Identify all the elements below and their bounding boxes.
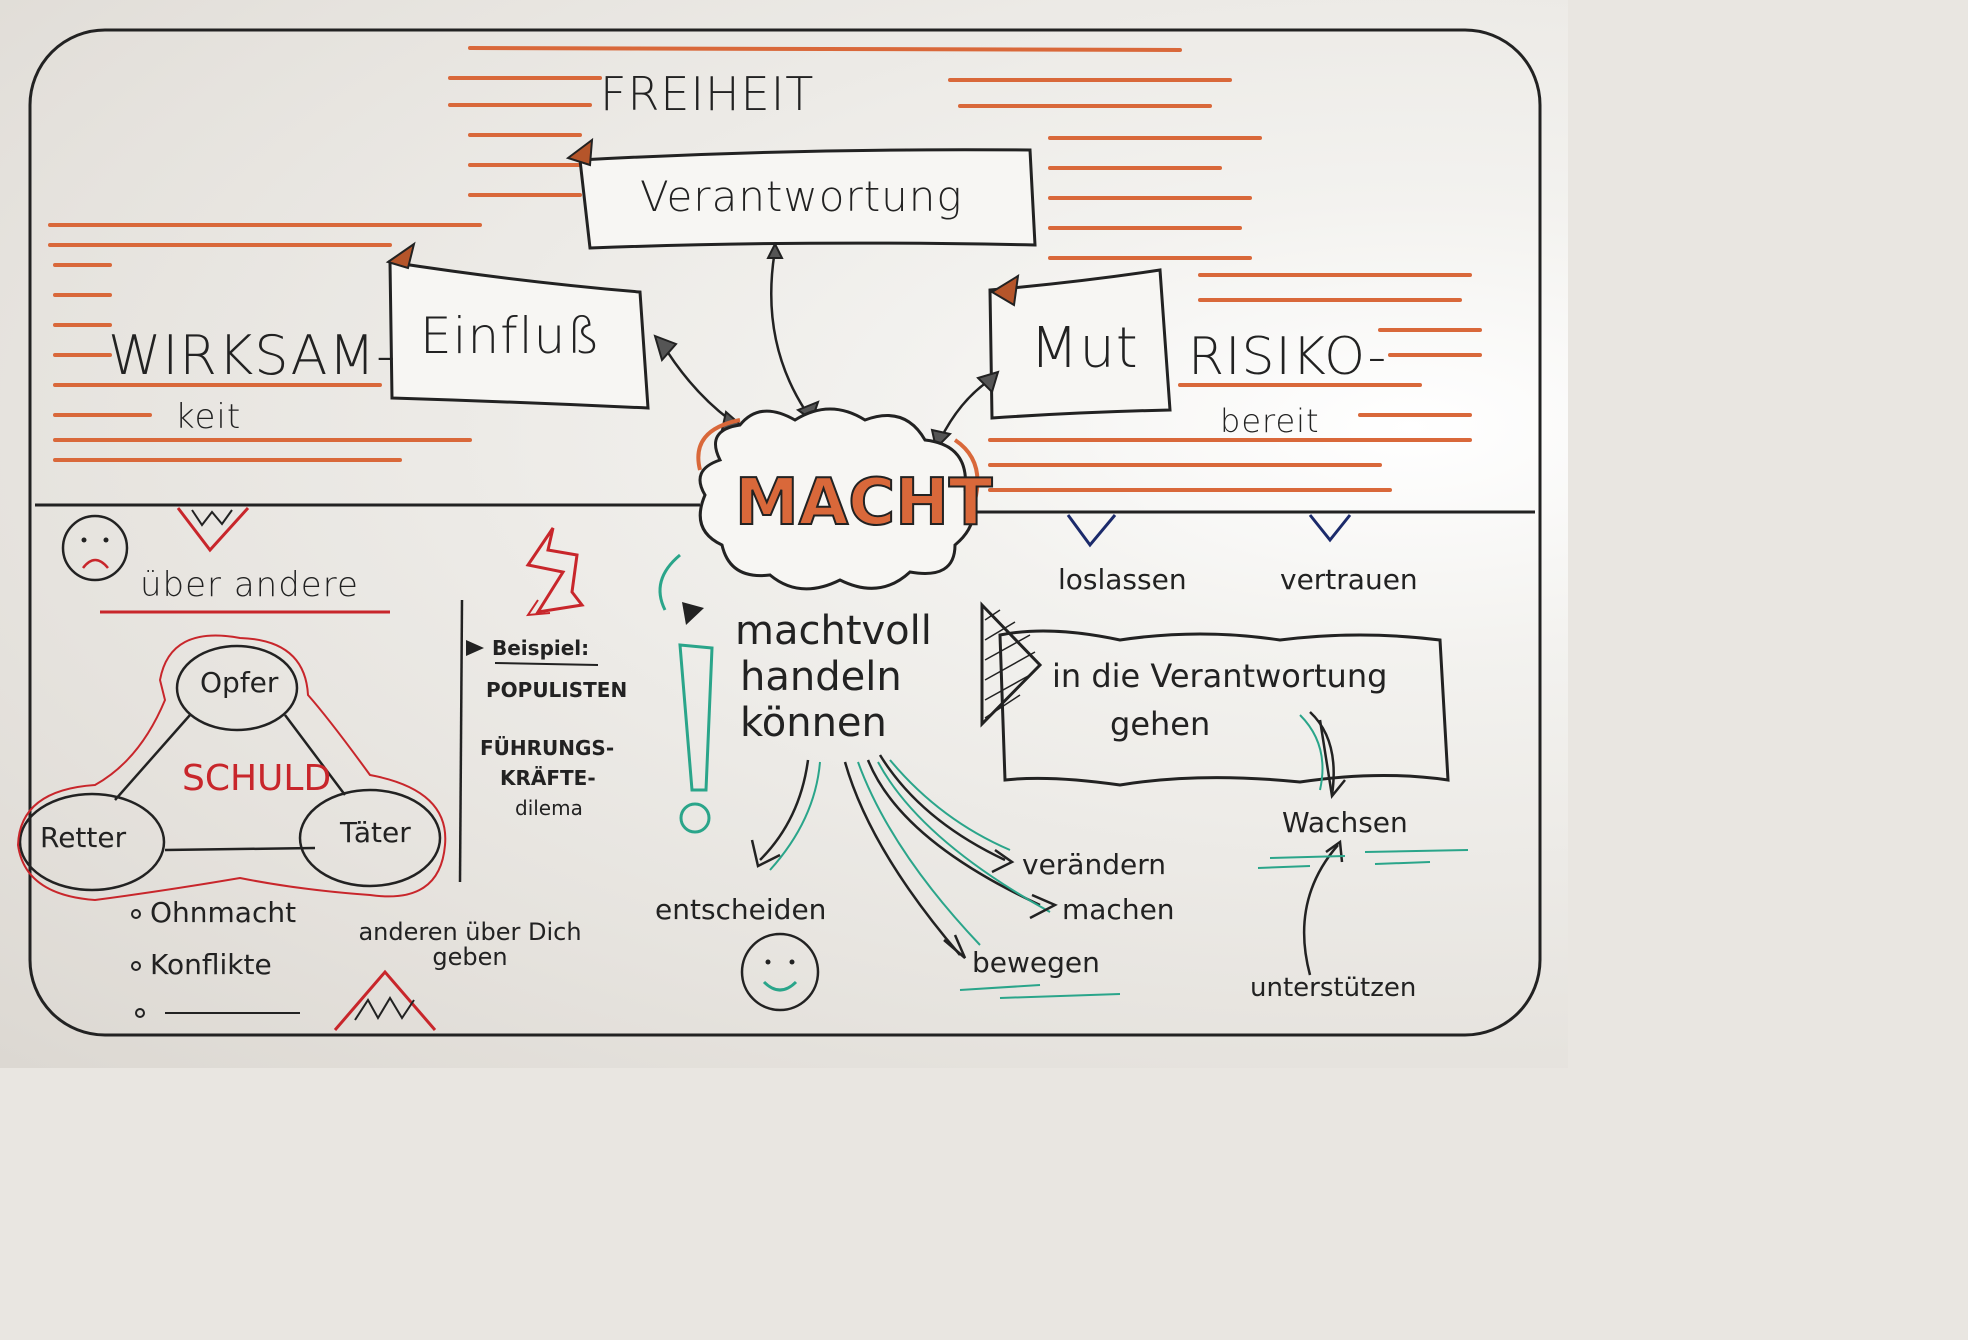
example-populisten: POPULISTEN <box>486 678 628 702</box>
bewegen-label: bewegen <box>972 946 1100 979</box>
black-arrow-icon <box>682 602 704 625</box>
navy-marker-vertrauen <box>1308 514 1352 543</box>
veraendern-label: verändern <box>1022 848 1166 881</box>
bereit-label: bereit <box>1220 402 1320 440</box>
unterstuetzen-label: unterstützen <box>1250 973 1417 1003</box>
keit-label: keit <box>175 397 242 437</box>
entscheiden-label: entscheiden <box>655 893 827 926</box>
ueber-andere-label: über andere <box>140 565 359 605</box>
pointer-icon <box>466 640 484 656</box>
branch-arrows-teal <box>769 759 1121 999</box>
bottom-note: anderen über Dich geben <box>358 918 582 972</box>
lightning-icon <box>525 527 585 614</box>
orange-hatching <box>48 46 1482 492</box>
risiko-label: RISIKO- <box>1188 327 1388 387</box>
banner-line1: in die Verantwortung <box>1052 657 1388 695</box>
machtvoll-label: machtvoll <box>735 608 932 654</box>
box-corner-icon <box>990 274 1020 307</box>
bullet-points <box>131 909 300 1018</box>
drama-triangle <box>18 644 442 892</box>
opfer-label: Opfer <box>200 666 279 699</box>
red-down-marker <box>176 506 250 553</box>
wachsen-teal-lines <box>1257 714 1469 869</box>
example-fuehrungs: FÜHRUNGS- <box>480 736 615 760</box>
beispiel-heading: Beispiel: <box>492 636 590 660</box>
wachsen-label: Wachsen <box>1282 806 1408 839</box>
sketch-drawing <box>16 28 1542 1037</box>
koennen-label: können <box>740 700 887 746</box>
loslassen-label: loslassen <box>1058 563 1187 596</box>
vertrauen-label: vertrauen <box>1280 563 1418 596</box>
exclamation-icon <box>658 553 714 834</box>
bullet-ohnmacht: Ohnmacht <box>150 896 297 929</box>
mut-label: Mut <box>1030 316 1139 381</box>
macht-cloud <box>698 407 975 591</box>
einfluss-box <box>388 260 650 410</box>
machen-label: machen <box>1062 893 1175 926</box>
box-corner-icon <box>385 241 416 270</box>
branch-arrowheads <box>750 839 1058 959</box>
wirksam-label: WIRKSAM- <box>108 324 397 387</box>
red-up-marker <box>333 969 437 1031</box>
cloud-highlight <box>696 418 980 501</box>
verantwortung-box <box>578 148 1037 250</box>
einfluss-label: Einfluß <box>420 307 602 365</box>
verantwortung-label: Verantwortung <box>640 172 963 221</box>
box-corner-icon <box>565 137 594 167</box>
outer-frame <box>28 28 1542 1037</box>
banner-line2: gehen <box>1110 705 1211 743</box>
bullet-konflikte: Konflikte <box>150 948 272 981</box>
banner-box <box>998 629 1450 787</box>
wachsen-arrows <box>1302 711 1346 976</box>
taeter-label: Täter <box>340 816 411 849</box>
branch-arrows <box>759 754 1041 956</box>
macht-label: MACHT <box>734 466 993 540</box>
sad-face-icon <box>61 514 129 582</box>
example-kraefte: KRÄFTE- <box>500 766 596 790</box>
schuld-label: SCHULD <box>182 758 332 799</box>
example-dilema: dilema <box>515 796 583 820</box>
hatched-arrow-icon <box>980 601 1043 728</box>
whiteboard: FREIHEIT Verantwortung Einfluß Mut WIRKS… <box>0 0 1568 1068</box>
drama-triangle-outline <box>16 634 447 902</box>
retter-label: Retter <box>40 821 127 854</box>
title-freiheit: FREIHEIT <box>600 67 815 121</box>
handeln-label: handeln <box>740 654 902 700</box>
vertical-divider <box>458 599 464 883</box>
happy-face-icon <box>740 932 820 1012</box>
navy-marker-loslassen <box>1066 514 1117 548</box>
mut-box <box>988 268 1172 420</box>
